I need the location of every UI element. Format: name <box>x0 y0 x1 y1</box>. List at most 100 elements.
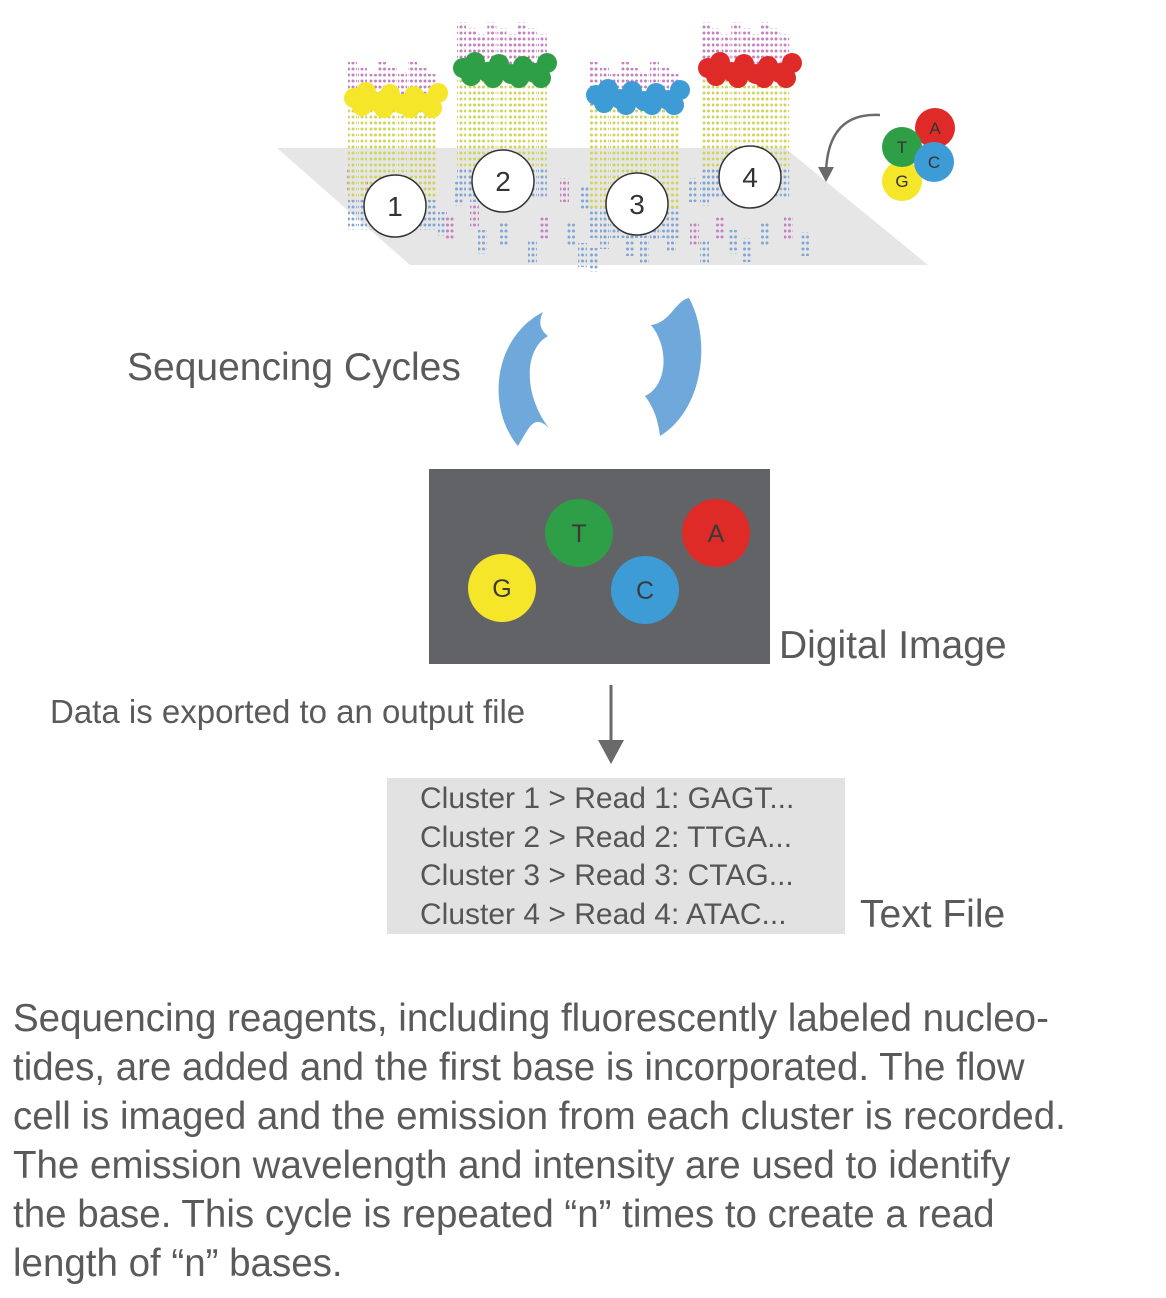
spot-label: T <box>571 520 586 548</box>
strand <box>477 70 487 170</box>
strand-base <box>358 200 367 230</box>
reagent-label: G <box>895 172 908 191</box>
strand-base <box>670 208 679 238</box>
strand <box>378 95 387 202</box>
surface-primer <box>800 232 809 256</box>
strand <box>388 95 397 202</box>
dye-dot <box>461 66 481 86</box>
strand <box>368 95 377 202</box>
strand-base <box>660 208 669 238</box>
strand-base <box>348 200 357 230</box>
reagent-label: A <box>929 119 941 138</box>
strand <box>590 105 599 210</box>
description-line: Sequencing reagents, including fluoresce… <box>13 997 1049 1040</box>
digital-image-label: Digital Image <box>779 624 1007 667</box>
strand <box>630 105 639 210</box>
strand-adapter <box>487 22 497 70</box>
strand <box>497 70 507 170</box>
strand <box>741 70 751 170</box>
description-paragraph: Sequencing reagents, including fluoresce… <box>13 994 1158 1288</box>
reagent-arrowhead <box>818 167 834 182</box>
strand <box>418 95 427 202</box>
strand-base <box>428 200 437 230</box>
reagent-c <box>914 142 954 182</box>
surface-primer <box>728 230 737 254</box>
description-line: length of “n” bases. <box>13 1242 343 1285</box>
strand-base <box>702 168 711 198</box>
strand <box>640 105 649 210</box>
cluster-number: 1 <box>387 191 403 222</box>
description-line: the base. This cycle is repeated “n” tim… <box>13 1193 995 1236</box>
spot-c <box>611 556 679 624</box>
strand-base <box>600 208 609 238</box>
cluster-number-badge <box>718 145 782 209</box>
dye-dot <box>531 68 551 88</box>
strand-adapter <box>507 34 517 70</box>
strand <box>600 105 609 210</box>
strand-adapter <box>388 68 397 95</box>
strand-adapter <box>408 62 417 95</box>
surface-primer <box>742 238 751 262</box>
spot-label: C <box>636 577 654 605</box>
surface-primer <box>578 243 587 267</box>
reagent-arrow <box>824 113 881 173</box>
surface-primer <box>688 178 697 202</box>
strand-adapter <box>358 68 367 95</box>
strand <box>467 70 477 170</box>
strand <box>731 70 741 170</box>
strand-adapter <box>702 22 711 70</box>
strand <box>770 70 780 170</box>
surface-primer <box>590 248 599 272</box>
surface-primer <box>667 228 676 252</box>
strand <box>527 70 537 170</box>
surface-primer <box>445 216 454 240</box>
strand <box>610 105 619 210</box>
strand-base <box>590 208 599 238</box>
strand <box>750 70 760 170</box>
strand <box>650 105 659 210</box>
cluster-number: 4 <box>742 162 758 193</box>
cluster-number: 2 <box>495 166 511 197</box>
strand <box>428 95 437 202</box>
strand-adapter <box>711 28 721 70</box>
strand <box>670 105 679 210</box>
dye-dot <box>422 98 442 118</box>
cycle-arrow-right <box>645 298 702 436</box>
strand-adapter <box>477 34 487 70</box>
strand <box>348 95 357 202</box>
surface-primer <box>760 222 769 246</box>
reagent-t <box>882 127 922 167</box>
dye-dot <box>616 95 636 115</box>
cluster-2: 2 <box>453 22 557 213</box>
dye-dot <box>776 68 796 88</box>
spot-a <box>682 499 750 567</box>
cluster-1: 1 <box>344 62 448 238</box>
strand-adapter <box>731 22 741 70</box>
cluster-number-badge <box>605 172 669 236</box>
surface-primer <box>690 222 699 246</box>
strand-adapter <box>467 28 477 70</box>
strand-adapter <box>497 28 507 70</box>
strand <box>457 70 466 170</box>
dye-dot <box>374 98 394 118</box>
sequencing-cycles-label: Sequencing Cycles <box>127 346 461 389</box>
export-arrowhead <box>598 740 624 764</box>
strand-base <box>537 168 547 198</box>
surface-primer <box>784 215 793 239</box>
description-line: tides, are added and the first base is i… <box>13 1046 1025 1089</box>
surface-primer <box>528 240 537 264</box>
strand-adapter <box>348 62 357 95</box>
dye-dot <box>782 53 802 73</box>
strand <box>537 70 547 170</box>
strand-adapter <box>620 62 629 105</box>
dye-dot <box>728 68 748 88</box>
strand-adapter <box>780 34 790 70</box>
surface-primer <box>500 222 509 246</box>
strand <box>721 70 731 170</box>
surface-primer <box>470 205 479 229</box>
spot-t <box>545 499 613 567</box>
surface-primer <box>478 230 487 254</box>
cluster-4: 4 <box>698 22 802 209</box>
